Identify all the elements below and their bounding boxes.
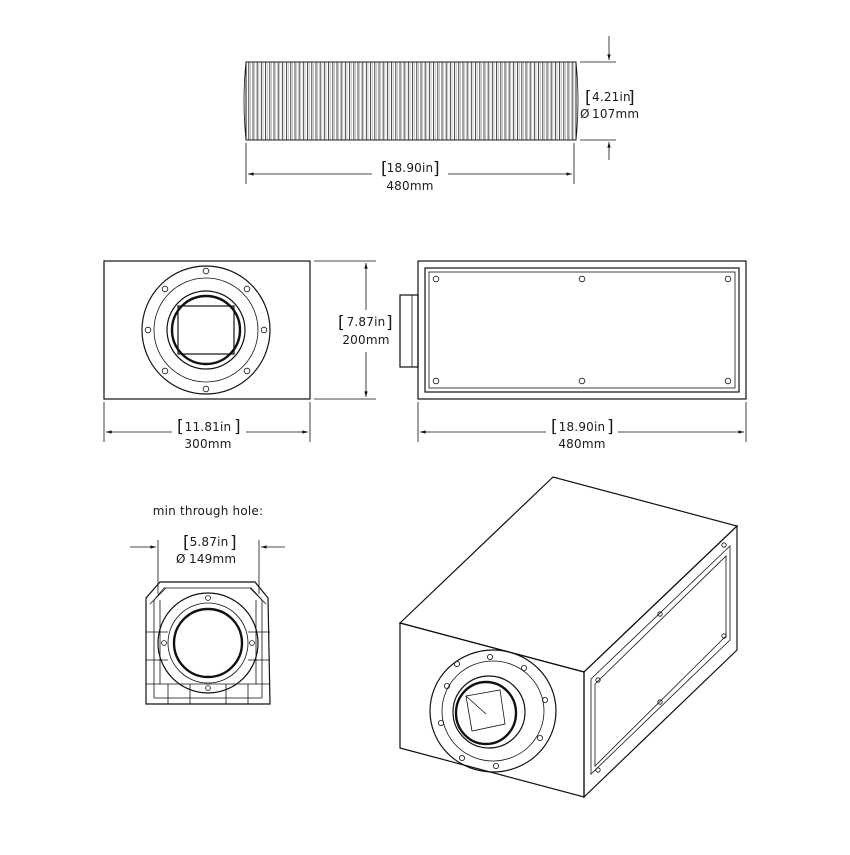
hole-dia-metric: 149mm (189, 552, 236, 566)
hole-dia-bracket-close: ] (230, 533, 237, 553)
front-width-imperial: 11.81in (185, 420, 232, 434)
iso-right-face (583, 524, 738, 799)
duct-dia-bracket-open: [ (585, 88, 592, 108)
front-damper-square (177, 305, 235, 355)
front-height-bracket-open: [ (338, 313, 345, 333)
duct-dia-metric: 107mm (592, 107, 639, 121)
iso-side-panel-inner (594, 555, 727, 767)
duct-dia-bracket-close: ] (628, 88, 635, 108)
front-view-box (103, 260, 311, 400)
hole-flange-bolts (161, 595, 255, 691)
side-panel-outer (424, 267, 740, 393)
front-flange-inner (153, 277, 259, 383)
front-view: [ ] 11.81in 300mm [ ] 7.87in 200mm (103, 260, 393, 451)
through-hole-caption: min through hole: (153, 504, 264, 518)
hole-flange-inner (167, 602, 249, 684)
duct-length-bracket-open: [ (381, 159, 388, 179)
side-panel-inner (428, 271, 736, 389)
iso-collar-inner (454, 680, 518, 746)
side-collar (399, 294, 419, 368)
iso-side-screws (595, 542, 727, 773)
hole-view-inner-frame (153, 587, 263, 699)
front-height-imperial: 7.87in (347, 315, 386, 329)
iso-flange-inner (441, 660, 545, 762)
flex-duct-body (245, 61, 577, 141)
side-length-metric: 480mm (558, 437, 605, 451)
iso-damper-diagonal (465, 695, 487, 715)
front-width-metric: 300mm (184, 437, 231, 451)
isometric-view (398, 476, 739, 799)
duct-length-metric: 480mm (386, 179, 433, 193)
front-width-bracket-close: ] (234, 417, 241, 437)
front-flange-bolts (144, 267, 268, 393)
hole-view-body (145, 581, 271, 705)
flex-duct-end-left (243, 61, 247, 141)
hole-view-ribs (146, 587, 270, 704)
side-view: [ ] 18.90in 480mm (399, 260, 747, 451)
duct-length-bracket-close: ] (433, 159, 440, 179)
iso-front-face (399, 622, 585, 798)
iso-damper-square (465, 689, 506, 732)
duct-dia-symbol: Ø (580, 107, 590, 121)
flex-duct-end-right (575, 61, 579, 141)
front-collar-inner (170, 294, 242, 366)
hole-dia-imperial: 5.87in (190, 535, 229, 549)
side-length-bracket-open: [ (551, 417, 558, 437)
through-hole-view: min through hole: [ ] 5.87in Ø 149mm (130, 504, 285, 705)
hole-dia-symbol: Ø (176, 552, 186, 566)
front-height-bracket-close: ] (386, 313, 393, 333)
hole-dia-bracket-open: [ (183, 533, 190, 553)
duct-dia-imperial: 4.21in (592, 90, 631, 104)
iso-side-panel-outer (590, 545, 731, 775)
hole-flange-outer (157, 592, 259, 694)
side-length-imperial: 18.90in (559, 420, 606, 434)
flex-duct-view: [ ] 18.90in 480mm [ ] 4.21in Ø 107mm (243, 36, 639, 193)
iso-flange-bolts (437, 654, 549, 770)
iso-collar-outer (452, 675, 526, 749)
iso-flange-outer (429, 649, 557, 773)
front-width-bracket-open: [ (177, 417, 184, 437)
side-panel-screws (432, 275, 732, 385)
front-collar-outer (166, 290, 246, 370)
side-length-bracket-close: ] (607, 417, 614, 437)
front-height-metric: 200mm (342, 333, 389, 347)
duct-length-imperial: 18.90in (387, 161, 434, 175)
front-flange-outer (141, 265, 271, 395)
hole-opening (172, 607, 244, 679)
side-view-box (417, 260, 747, 400)
